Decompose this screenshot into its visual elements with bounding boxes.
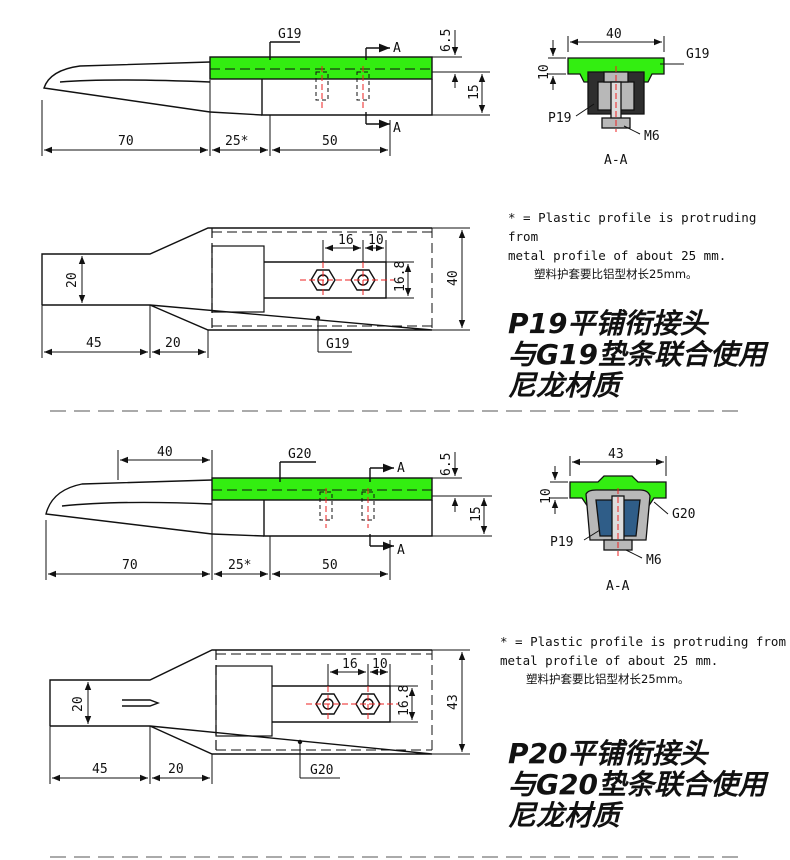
xsec-dim-43: 43 <box>608 447 624 462</box>
dim-50-2: 50 <box>322 558 338 573</box>
plan-g19: G19 <box>326 337 349 352</box>
plan-dim-20b: 20 <box>165 336 181 351</box>
cut-label-a-top-2: A <box>397 461 405 476</box>
title-block-2: P20平铺衔接头 与G20垫条联合使用 尼龙材质 <box>508 738 766 831</box>
title-line-2-2: 与G20垫条联合使用 <box>508 768 766 801</box>
dim-15-2: 15 <box>469 506 484 522</box>
section-label-a-a-2: A-A <box>606 579 630 594</box>
dim-25: 25* <box>225 134 248 149</box>
dim-g20-label: G20 <box>288 447 311 462</box>
section-label-a-a: A-A <box>604 153 628 168</box>
cut-label-a-top: A <box>393 41 401 56</box>
side-view-1 <box>41 30 490 156</box>
note-cn: 塑料护套要比铝型材长25mm。 <box>534 267 698 281</box>
plan-dim-10: 10 <box>368 233 384 248</box>
dim-50: 50 <box>322 134 338 149</box>
title-line-2: 与G19垫条联合使用 <box>508 338 766 371</box>
title-line-1-2: P20平铺衔接头 <box>508 737 708 770</box>
cross-section-2 <box>550 456 669 559</box>
dim-6-5: 6.5 <box>439 29 454 52</box>
dim-70-2: 70 <box>122 558 138 573</box>
green-profile-g19 <box>209 56 433 80</box>
title-line-3: 尼龙材质 <box>508 369 621 402</box>
title-line-1: P19平铺衔接头 <box>508 307 708 340</box>
dim-6-5-2: 6.5 <box>439 453 454 476</box>
cross-section-1 <box>548 36 684 135</box>
plan-dim-20: 20 <box>65 272 80 288</box>
plan-dim-40: 40 <box>446 270 461 286</box>
note-cn-2: 塑料护套要比铝型材长25mm。 <box>526 672 690 686</box>
side-view-2 <box>45 450 492 580</box>
plan-dim-16-8-2: 16.8 <box>397 685 412 716</box>
xsec-dim-10-2: 10 <box>539 488 554 504</box>
note-en-line-2: metal profile of about 25 mm. <box>508 248 727 263</box>
dim-70: 70 <box>118 134 134 149</box>
section-1: G19 A A 70 25* 50 6.5 15 40 1 <box>41 27 709 358</box>
section-2: 40 G20 A A 70 25* 50 6.5 15 43 10 <box>45 445 695 784</box>
dim-g19-label: G19 <box>278 27 301 42</box>
note-en-line-1-2: * = Plastic profile is protruding from <box>500 634 786 649</box>
xsec-dim-10: 10 <box>537 64 552 80</box>
note-en-line-2-2: metal profile of about 25 mm. <box>500 653 719 668</box>
xsec-p19: P19 <box>548 111 571 126</box>
xsec-dim-40: 40 <box>606 27 622 42</box>
plan-dim-20-2: 20 <box>71 696 86 712</box>
xsec-g19: G19 <box>686 47 709 62</box>
xsec-m6-2: M6 <box>646 553 662 568</box>
xsec-g20: G20 <box>672 507 695 522</box>
dim-40-top: 40 <box>157 445 173 460</box>
plan-g20: G20 <box>310 763 333 778</box>
plan-dim-16-2: 16 <box>342 657 358 672</box>
green-profile-g20 <box>211 477 433 501</box>
xsec-p19-2: P19 <box>550 535 573 550</box>
cut-label-a-bottom: A <box>393 121 401 136</box>
plan-dim-16-8: 16.8 <box>393 261 408 292</box>
title-line-3-2: 尼龙材质 <box>508 799 621 832</box>
plan-dim-10-2: 10 <box>372 657 388 672</box>
plan-view-1 <box>41 227 470 358</box>
title-block-1: P19平铺衔接头 与G19垫条联合使用 尼龙材质 <box>508 308 766 401</box>
plan-dim-20b-2: 20 <box>168 762 184 777</box>
plan-dim-43: 43 <box>446 694 461 710</box>
xsec-m6: M6 <box>644 129 660 144</box>
plan-dim-45-2: 45 <box>92 762 108 777</box>
plan-dim-45: 45 <box>86 336 102 351</box>
note-block-2: * = Plastic profile is protruding from m… <box>500 632 786 689</box>
plan-dim-16: 16 <box>338 233 354 248</box>
cut-label-a-bottom-2: A <box>397 543 405 558</box>
plan-view-2 <box>49 649 470 784</box>
note-block-1: * = Plastic profile is protruding from m… <box>508 208 790 284</box>
dim-15: 15 <box>467 84 482 100</box>
dim-25-2: 25* <box>228 558 251 573</box>
note-en-line-1: * = Plastic profile is protruding from <box>508 210 757 244</box>
